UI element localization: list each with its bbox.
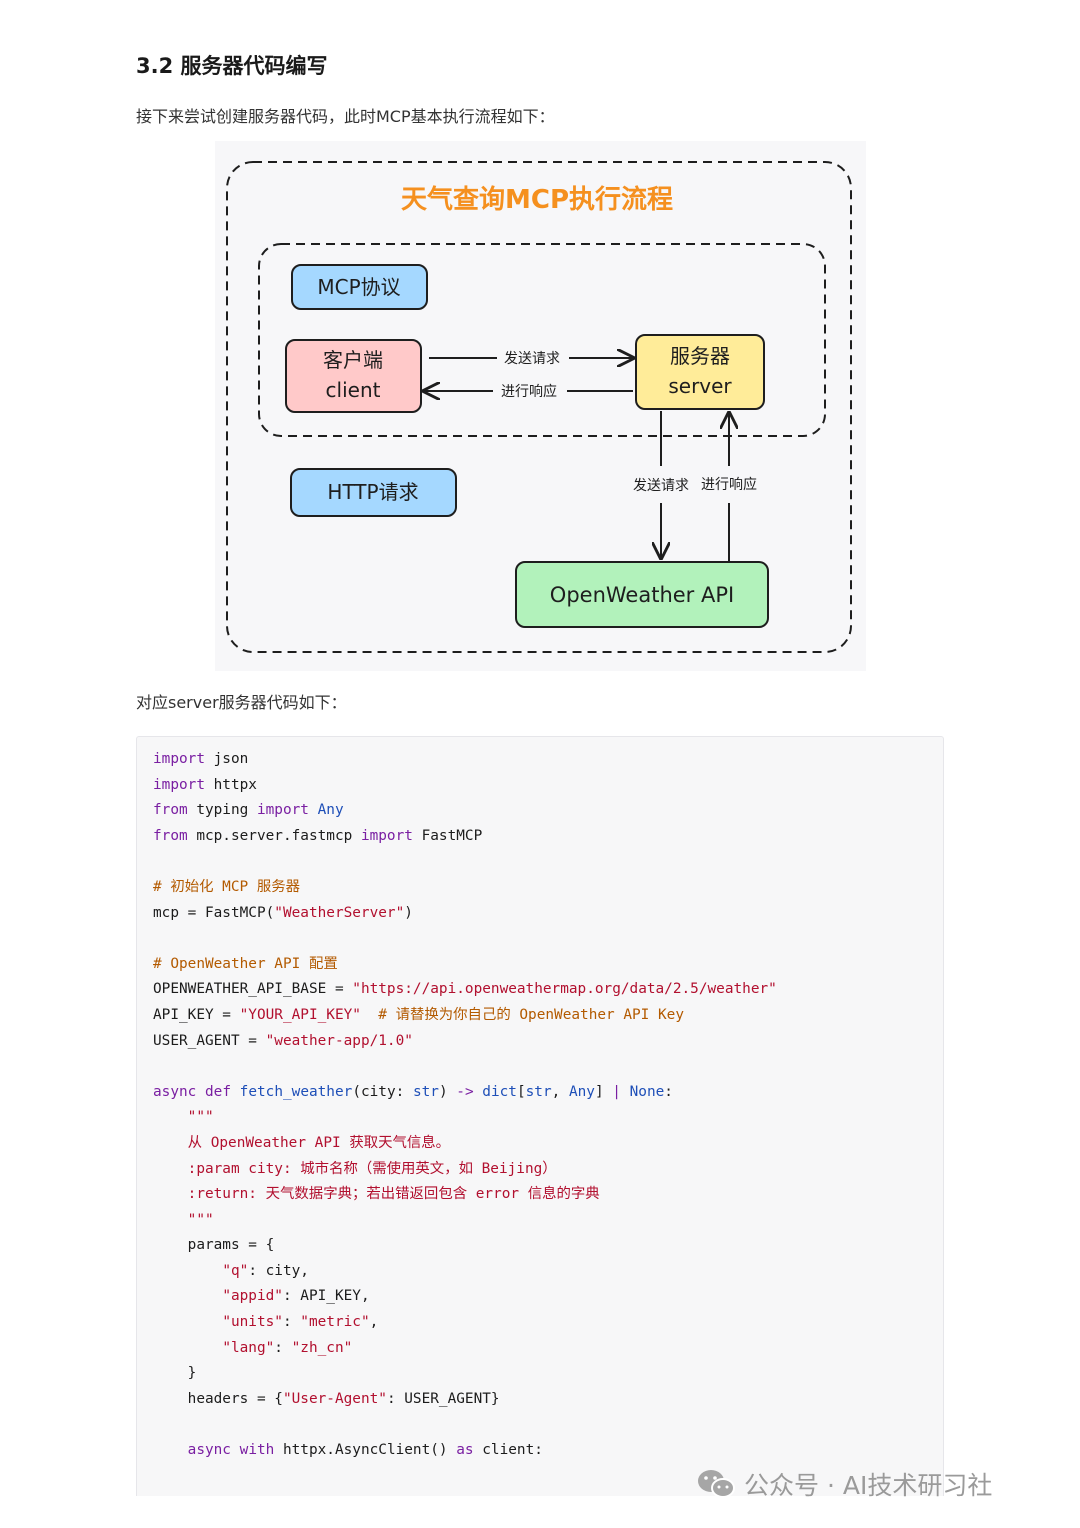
code-content: import json import httpx from typing imp… xyxy=(153,751,777,1459)
mcp-protocol-boundary xyxy=(258,243,826,437)
openweather-api-box: OpenWeather API xyxy=(515,561,769,628)
http-request-box: HTTP请求 xyxy=(290,468,457,517)
response-label: 进行响应 xyxy=(501,383,557,400)
server-label-en: server xyxy=(668,374,732,398)
request-label: 发送请求 xyxy=(504,351,560,367)
section-heading: 3.2 服务器代码编写 xyxy=(136,54,328,78)
server-label-cn: 服务器 xyxy=(670,344,730,368)
code-intro-paragraph: 对应server服务器代码如下： xyxy=(136,693,347,712)
client-box: 客户端 client xyxy=(285,339,422,413)
client-label-cn: 客户端 xyxy=(323,348,383,372)
mcp-protocol-box: MCP协议 xyxy=(291,264,428,310)
server-box: 服务器 server xyxy=(635,334,765,410)
outer-boundary xyxy=(226,161,852,653)
openweather-api-label: OpenWeather API xyxy=(550,583,734,607)
http-request-label: HTTP请求 xyxy=(327,480,418,504)
wechat-icon xyxy=(698,1470,735,1498)
watermark: 公众号 · AI技术研习社 xyxy=(696,1462,992,1506)
code-block[interactable]: import json import httpx from typing imp… xyxy=(136,736,944,1496)
mcp-protocol-label: MCP协议 xyxy=(317,275,400,299)
client-label-en: client xyxy=(326,378,381,402)
watermark-text: 公众号 · AI技术研习社 xyxy=(744,1471,993,1500)
api-response-label: 进行响应 xyxy=(701,476,757,493)
mcp-flow-diagram: 天气查询MCP执行流程 MCP协议 客户端 client 服务器 server … xyxy=(215,141,866,671)
api-request-label: 发送请求 xyxy=(633,478,689,494)
diagram-title: 天气查询MCP执行流程 xyxy=(401,184,673,215)
diagram-svg: 天气查询MCP执行流程 MCP协议 客户端 client 服务器 server … xyxy=(226,161,852,653)
intro-paragraph: 接下来尝试创建服务器代码，此时MCP基本执行流程如下： xyxy=(136,107,555,126)
